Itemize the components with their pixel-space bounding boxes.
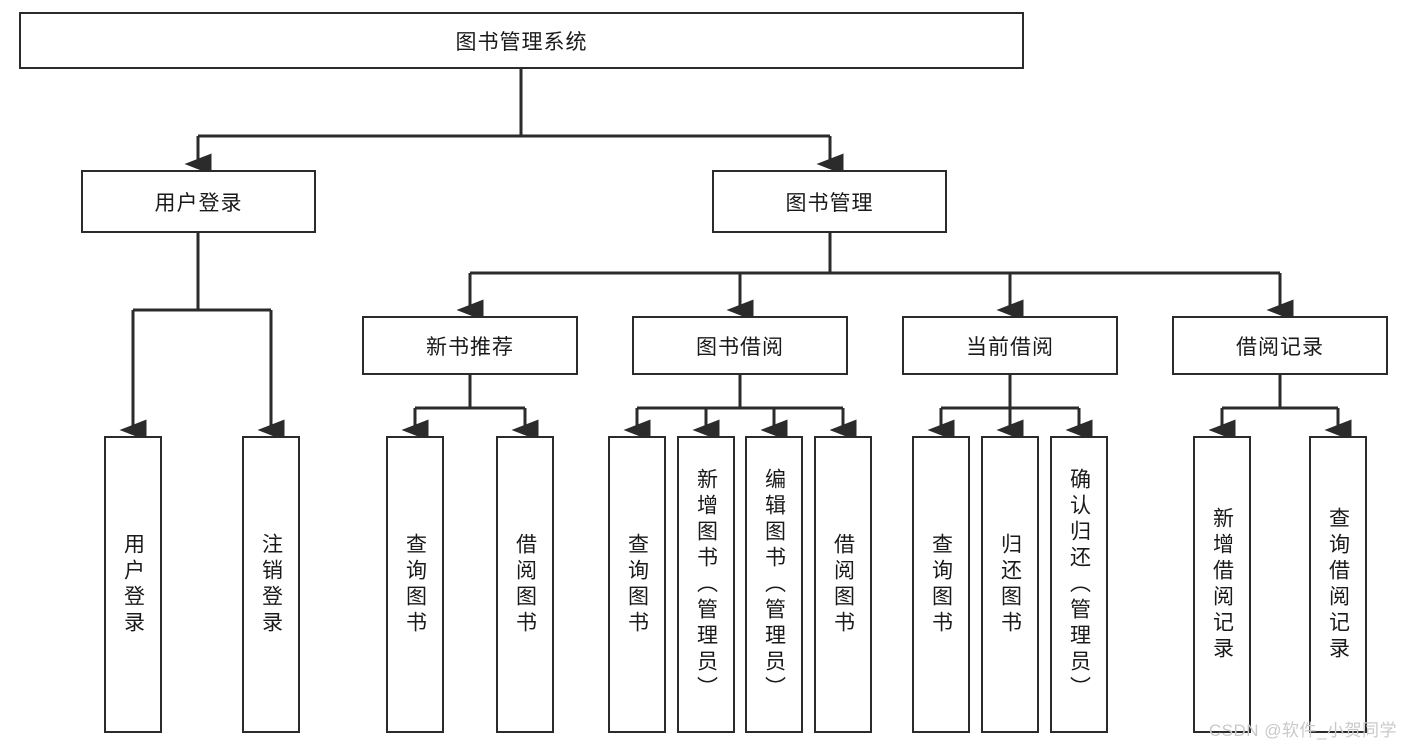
node-leaf-borrow-book-2[interactable]: 借阅图书 <box>814 436 872 733</box>
node-label: 查询借阅记录 <box>1326 506 1350 663</box>
node-label: 图书借阅 <box>696 335 784 359</box>
node-leaf-logout-login[interactable]: 注销登录 <box>242 436 300 733</box>
node-label: 用户登录 <box>154 191 243 215</box>
node-label: 图书管理系统 <box>455 30 588 54</box>
node-leaf-return-book[interactable]: 归还图书 <box>981 436 1039 733</box>
node-leaf-add-record[interactable]: 新增借阅记录 <box>1193 436 1251 733</box>
node-label: 归还图书 <box>998 532 1022 637</box>
node-label: 用户登录 <box>121 532 145 637</box>
node-label: 借阅图书 <box>513 532 537 637</box>
node-label: 查询图书 <box>929 532 953 637</box>
node-leaf-user-login[interactable]: 用户登录 <box>104 436 162 733</box>
node-leaf-confirm-return[interactable]: 确认归还（管理员） <box>1050 436 1108 733</box>
node-book-management[interactable]: 图书管理 <box>712 170 947 233</box>
node-label: 编辑图书（管理员） <box>762 467 786 702</box>
node-current-borrow[interactable]: 当前借阅 <box>902 316 1118 375</box>
node-leaf-query-record[interactable]: 查询借阅记录 <box>1309 436 1367 733</box>
node-label: 新书推荐 <box>426 335 514 359</box>
node-leaf-query-book-2[interactable]: 查询图书 <box>608 436 666 733</box>
node-label: 注销登录 <box>259 532 283 637</box>
node-label: 新增图书（管理员） <box>694 467 718 702</box>
node-root-system[interactable]: 图书管理系统 <box>19 12 1024 69</box>
node-label: 借阅记录 <box>1236 335 1324 359</box>
node-label: 确认归还（管理员） <box>1067 467 1091 702</box>
node-label: 借阅图书 <box>831 532 855 637</box>
node-leaf-edit-book[interactable]: 编辑图书（管理员） <box>745 436 803 733</box>
node-new-book-recommend[interactable]: 新书推荐 <box>362 316 578 375</box>
node-leaf-add-book[interactable]: 新增图书（管理员） <box>677 436 735 733</box>
node-label: 查询图书 <box>625 532 649 637</box>
node-leaf-query-book-1[interactable]: 查询图书 <box>386 436 444 733</box>
watermark-credit: CSDN @软件_小贺同学 <box>1208 721 1397 740</box>
node-borrow-record[interactable]: 借阅记录 <box>1172 316 1388 375</box>
node-user-login[interactable]: 用户登录 <box>81 170 316 233</box>
node-leaf-borrow-book-1[interactable]: 借阅图书 <box>496 436 554 733</box>
node-label: 新增借阅记录 <box>1210 506 1234 663</box>
node-label: 查询图书 <box>403 532 427 637</box>
node-label: 当前借阅 <box>966 335 1054 359</box>
node-book-borrow[interactable]: 图书借阅 <box>632 316 848 375</box>
node-label: 图书管理 <box>785 191 874 215</box>
node-leaf-query-book-3[interactable]: 查询图书 <box>912 436 970 733</box>
